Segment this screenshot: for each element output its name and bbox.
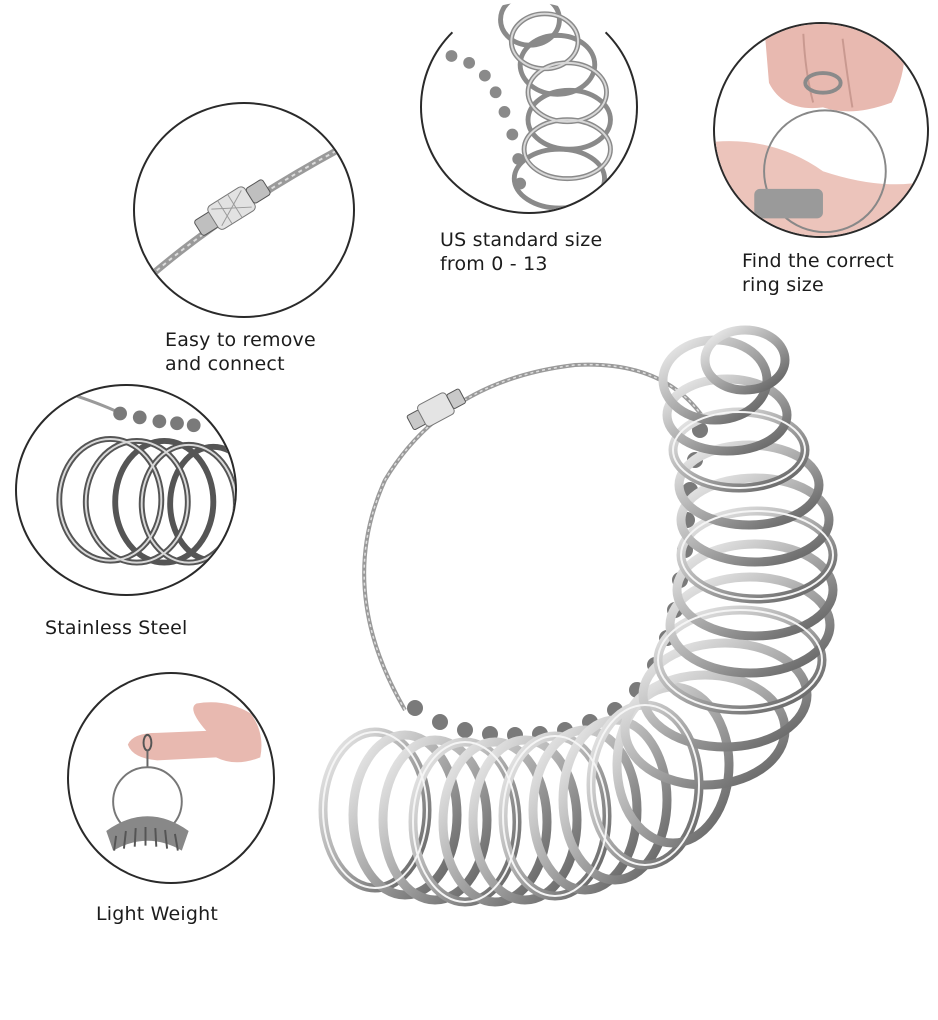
screw-lock-connector-icon: [142, 145, 343, 284]
weight-callout: [67, 672, 275, 884]
weight-label: Light Weight: [96, 902, 218, 926]
fit-label: Find the correct ring size: [742, 249, 894, 297]
finger-trying-ring-icon: [715, 24, 927, 236]
label-line: Easy to remove: [165, 329, 316, 351]
label-line: ring size: [742, 274, 824, 296]
label-line: from 0 - 13: [440, 253, 548, 275]
fit-callout: [713, 22, 929, 238]
ring-sizer-product-image: [315, 310, 895, 910]
label-line: Find the correct: [742, 250, 894, 272]
steel-rings-icon: [56, 394, 235, 566]
label-line: Light Weight: [96, 903, 219, 925]
sizes-callout: [420, 0, 638, 214]
sizes-label: US standard size from 0 - 13: [440, 228, 602, 276]
connector-callout: [133, 102, 355, 318]
ring-sizer-on-wire-loop-icon: [318, 325, 838, 907]
label-line: and connect: [165, 353, 285, 375]
connector-label: Easy to remove and connect: [165, 328, 316, 376]
material-callout: [15, 384, 237, 596]
material-label: Stainless Steel: [45, 616, 187, 640]
label-line: US standard size: [440, 229, 603, 251]
hanging-from-finger-icon: [106, 702, 262, 851]
ring-stack-icon: [445, 2, 613, 211]
label-line: Stainless Steel: [45, 617, 188, 639]
